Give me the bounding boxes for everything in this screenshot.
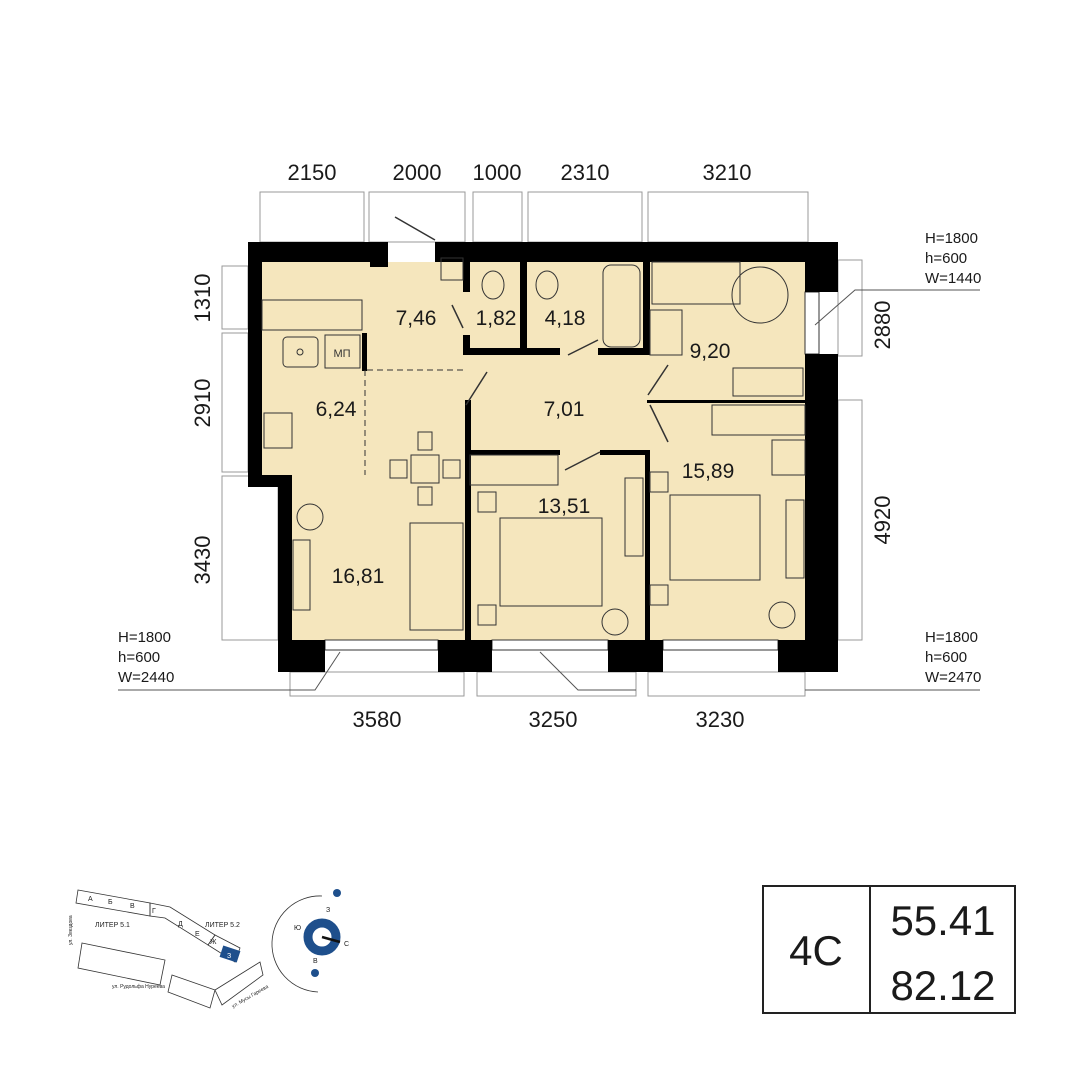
dim-top-1: 2150 <box>288 160 337 185</box>
compass-icon <box>271 889 341 993</box>
room-area-hall: 7,46 <box>396 307 437 330</box>
microwave-label: МП <box>333 348 350 360</box>
dim-top-5: 3210 <box>703 160 752 185</box>
window-spec-bl-sill: h=600 <box>118 649 160 666</box>
dim-right-1: 2880 <box>870 301 895 350</box>
dim-bottom-3: 3230 <box>696 707 745 732</box>
wardrobe-middle <box>469 454 559 486</box>
shelf <box>649 309 683 356</box>
toilet-icon-2 <box>535 270 559 300</box>
apartment-info: 4С 55.41 82.12 <box>762 885 1016 1014</box>
room-area-wc: 1,82 <box>476 307 517 330</box>
rug-icon <box>731 266 789 324</box>
site-liter-2: ЛИТЕР 5.2 <box>205 922 240 929</box>
window-spec-tr-w: W=1440 <box>925 270 981 287</box>
dim-top-3: 1000 <box>473 160 522 185</box>
window-spec-bl-w: W=2440 <box>118 669 174 686</box>
plant-icon <box>296 503 324 531</box>
living-area: 55.41 <box>890 897 995 944</box>
site-section-a: А <box>88 896 93 903</box>
site-plan-highlight <box>219 945 241 963</box>
room-area-corridor: 7,01 <box>544 398 585 421</box>
plant-icon-3 <box>768 601 796 629</box>
site-street-1: ул. Звездова <box>68 915 74 945</box>
compass-west: З <box>326 907 330 914</box>
bed-small <box>651 261 741 305</box>
dim-left-3: 3430 <box>190 536 215 585</box>
sun-icon-2 <box>311 969 319 977</box>
tv-middle <box>624 477 644 557</box>
site-section-e: Е <box>195 931 200 938</box>
compass-east: В <box>313 958 318 965</box>
room-area-bedroom-small: 9,20 <box>690 340 731 363</box>
site-liter-1: ЛИТЕР 5.1 <box>95 922 130 929</box>
sink-icon <box>282 336 319 368</box>
site-section-g: Г <box>152 908 156 915</box>
tv <box>292 539 311 611</box>
furniture <box>261 257 806 636</box>
site-plan <box>75 889 264 1009</box>
room-area-bathroom: 4,18 <box>545 307 586 330</box>
window-spec-br-sill: h=600 <box>925 649 967 666</box>
dim-bottom-2: 3250 <box>529 707 578 732</box>
walls <box>248 242 838 672</box>
window-spec-tr-sill: h=600 <box>925 250 967 267</box>
dim-right-2: 4920 <box>870 496 895 545</box>
toilet-icon <box>481 270 505 300</box>
dim-left-2: 2910 <box>190 379 215 428</box>
apartment-type: 4С <box>789 927 843 974</box>
compass-south: Ю <box>294 925 301 932</box>
site-section-b: Б <box>108 899 113 906</box>
sun-icon <box>333 889 341 897</box>
sofa <box>409 522 464 631</box>
dim-top-4: 2310 <box>561 160 610 185</box>
stove-icon <box>263 412 293 449</box>
tv-large <box>785 499 805 579</box>
room-area-bedroom-large: 15,89 <box>682 460 735 483</box>
site-section-z: З <box>227 953 231 960</box>
window-spec-br-h: H=1800 <box>925 629 978 646</box>
plant-icon-2 <box>601 608 629 636</box>
compass-north: С <box>344 941 349 948</box>
total-area: 82.12 <box>890 962 995 1009</box>
room-area-living: 16,81 <box>332 565 385 588</box>
site-section-zh: Ж <box>210 939 217 946</box>
dim-left-1: 1310 <box>190 274 215 323</box>
site-section-d: Д <box>178 921 183 928</box>
room-area-kitchen: 6,24 <box>316 398 357 421</box>
dim-top-2: 2000 <box>393 160 442 185</box>
dim-bottom-1: 3580 <box>353 707 402 732</box>
site-section-v: В <box>130 903 135 910</box>
desk <box>732 367 804 397</box>
bed-large <box>669 494 761 581</box>
window-spec-tr-h: H=1800 <box>925 230 978 247</box>
wardrobe-hall <box>261 299 363 331</box>
window-spec-bl-h: H=1800 <box>118 629 171 646</box>
washing-machine <box>440 257 464 281</box>
microwave <box>324 334 361 369</box>
bed-middle <box>499 517 603 607</box>
site-street-2: ул. Рудольфа Нуреева <box>112 984 165 990</box>
dining-table <box>410 454 440 484</box>
wardrobe-bedroom <box>711 404 806 436</box>
room-area-bedroom-middle: 13,51 <box>538 495 591 518</box>
site-street-3: ул. Мусы Гареева <box>231 984 270 1010</box>
bathtub-icon <box>602 264 641 348</box>
window-spec-br-w: W=2470 <box>925 669 981 686</box>
doors <box>394 216 669 471</box>
